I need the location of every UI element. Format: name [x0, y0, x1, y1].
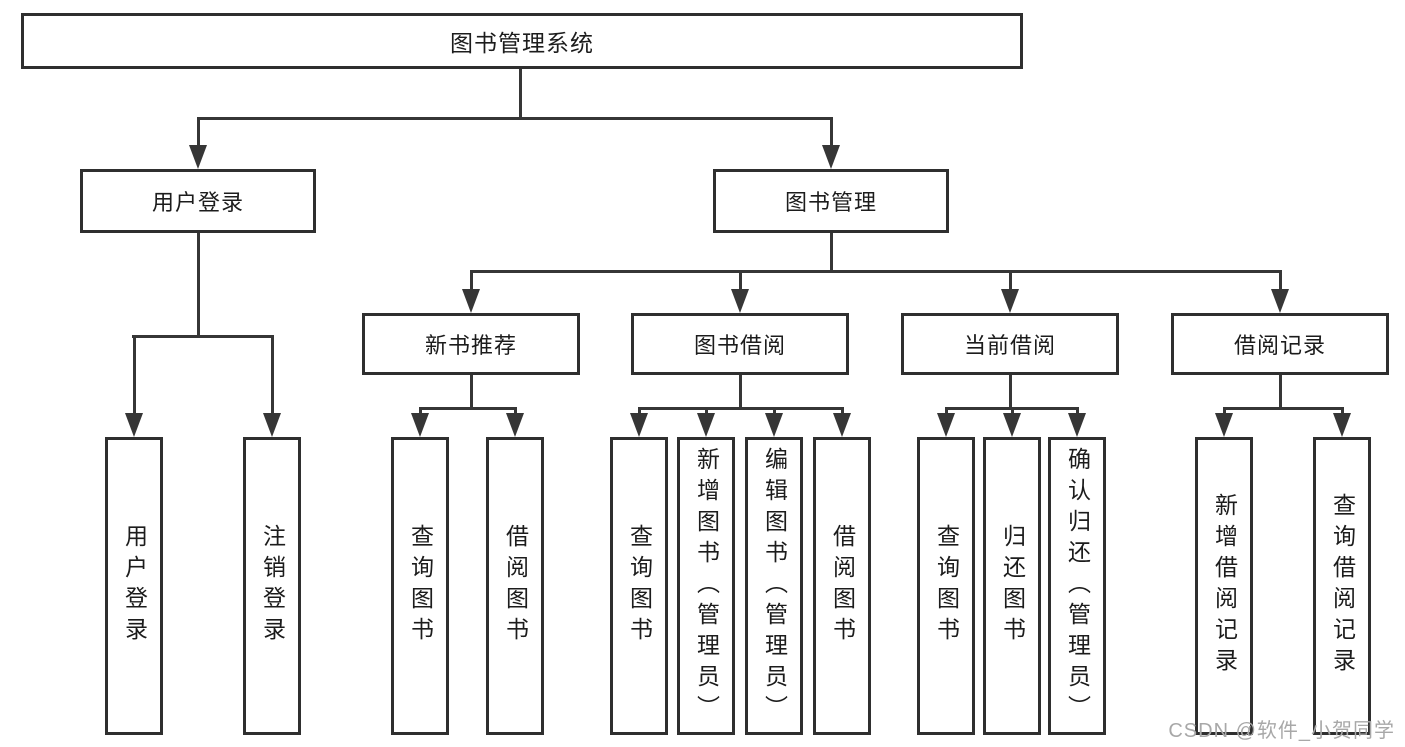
leaf-return-book: 归还图书: [983, 437, 1041, 735]
node-current-borrow: 当前借阅: [901, 313, 1119, 375]
arrowhead: [506, 413, 524, 437]
node-new-book-recommend: 新书推荐: [362, 313, 580, 375]
connector-line: [419, 407, 517, 410]
arrowhead: [411, 413, 429, 437]
leaf-query-books-borrow: 查询图书: [610, 437, 668, 735]
connector-line: [841, 407, 844, 417]
connector-line: [739, 375, 742, 409]
connector-line: [1279, 270, 1282, 290]
connector-line: [1076, 407, 1079, 417]
connector-line: [773, 407, 776, 417]
connector-line: [271, 335, 274, 415]
leaf-confirm-return-admin: 确认归还（管理员）: [1048, 437, 1106, 735]
arrowhead: [833, 413, 851, 437]
connector-line: [1223, 407, 1344, 410]
leaf-logout: 注销登录: [243, 437, 301, 735]
arrowhead: [1271, 289, 1289, 313]
arrowhead: [189, 145, 207, 169]
connector-line: [830, 233, 833, 273]
connector-line: [197, 117, 833, 120]
connector-line: [470, 270, 473, 290]
connector-line: [1341, 407, 1344, 417]
arrowhead: [1001, 289, 1019, 313]
node-borrow-records: 借阅记录: [1171, 313, 1389, 375]
arrowhead: [1003, 413, 1021, 437]
arrowhead: [697, 413, 715, 437]
connector-line: [705, 407, 708, 417]
connector-line: [1009, 270, 1012, 290]
leaf-add-book-admin: 新增图书（管理员）: [677, 437, 735, 735]
connector-line: [197, 233, 200, 338]
leaf-borrow-books-recommend: 借阅图书: [486, 437, 544, 735]
leaf-borrow-books-borrow: 借阅图书: [813, 437, 871, 735]
connector-line: [419, 407, 422, 417]
connector-line: [739, 270, 742, 290]
csdn-watermark: CSDN @软件_小贺同学: [1168, 720, 1395, 742]
arrowhead: [630, 413, 648, 437]
connector-line: [197, 117, 200, 149]
connector-line: [132, 335, 274, 338]
connector-line: [470, 270, 1282, 273]
leaf-query-borrow-record: 查询借阅记录: [1313, 437, 1371, 735]
connector-line: [1279, 375, 1282, 409]
node-book-borrow: 图书借阅: [631, 313, 849, 375]
connector-line: [830, 117, 833, 149]
connector-line: [638, 407, 844, 410]
leaf-add-borrow-record: 新增借阅记录: [1195, 437, 1253, 735]
arrowhead: [1333, 413, 1351, 437]
arrowhead: [731, 289, 749, 313]
node-user-login: 用户登录: [80, 169, 316, 233]
connector-line: [133, 335, 136, 415]
connector-line: [638, 407, 641, 417]
leaf-edit-book-admin: 编辑图书（管理员）: [745, 437, 803, 735]
arrowhead: [765, 413, 783, 437]
connector-line: [519, 69, 522, 117]
arrowhead: [125, 413, 143, 437]
arrowhead: [462, 289, 480, 313]
connector-line: [945, 407, 948, 417]
arrowhead: [822, 145, 840, 169]
arrowhead: [1215, 413, 1233, 437]
node-root: 图书管理系统: [21, 13, 1023, 69]
connector-line: [470, 375, 473, 409]
connector-line: [514, 407, 517, 417]
arrowhead: [263, 413, 281, 437]
arrowhead: [1068, 413, 1086, 437]
arrowhead: [937, 413, 955, 437]
connector-line: [1011, 407, 1014, 417]
leaf-user-login: 用户登录: [105, 437, 163, 735]
connector-line: [1009, 375, 1012, 409]
leaf-query-books-current: 查询图书: [917, 437, 975, 735]
connector-line: [1223, 407, 1226, 417]
node-book-management: 图书管理: [713, 169, 949, 233]
leaf-query-books-recommend: 查询图书: [391, 437, 449, 735]
